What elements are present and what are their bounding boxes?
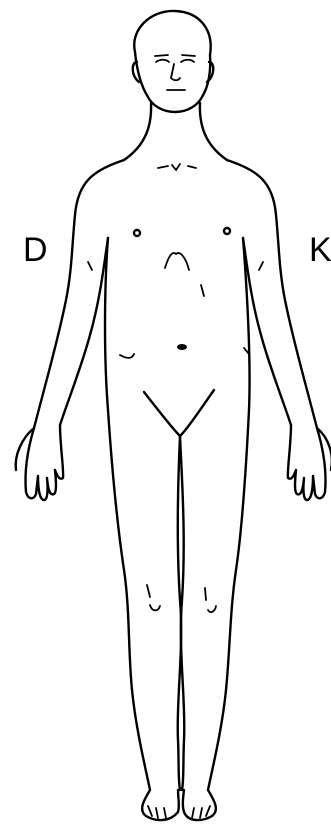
groin: [144, 390, 214, 436]
right-eye: [181, 60, 194, 62]
nose: [171, 64, 180, 80]
left-hand: [16, 425, 63, 500]
left-nipple: [134, 230, 140, 236]
left-shoulder-arm-outer: [34, 160, 124, 428]
left-foot: [142, 790, 179, 820]
right-foot: [183, 790, 216, 820]
sternum-mark: [165, 253, 189, 270]
right-hip-leg-outer: [208, 238, 250, 790]
right-shoulder-arm-outer: [227, 160, 317, 428]
neck-right: [200, 103, 227, 160]
left-hip-leg-outer: [105, 238, 150, 790]
left-side-label: D: [23, 233, 48, 267]
right-side-label: K: [309, 233, 331, 267]
head-outline: [134, 11, 210, 112]
right-hand: [288, 425, 331, 500]
right-leg-inner: [180, 436, 184, 790]
neck-left: [124, 103, 151, 160]
left-arm-inner: [60, 238, 108, 425]
navel: [177, 344, 187, 350]
left-eye: [156, 60, 169, 62]
right-nipple: [224, 228, 230, 234]
